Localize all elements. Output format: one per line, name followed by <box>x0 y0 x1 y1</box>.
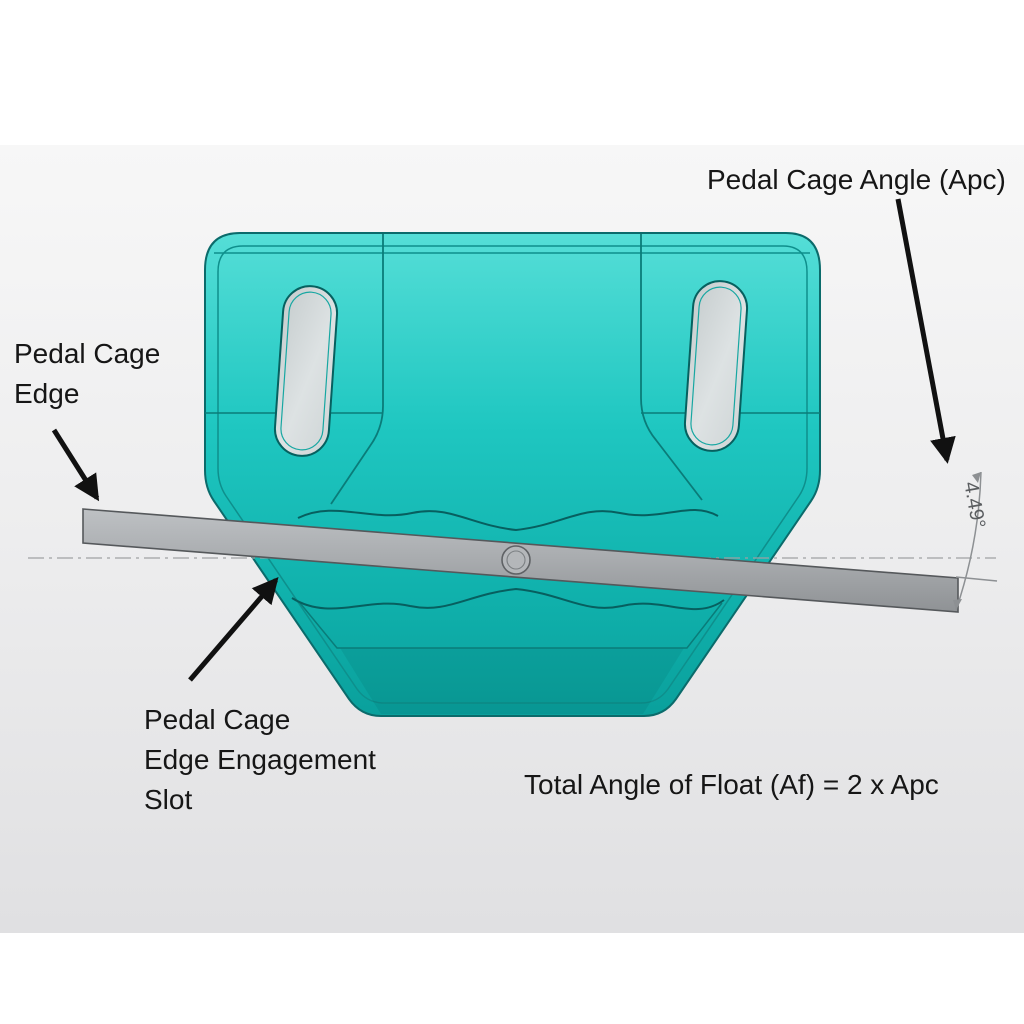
label-pedal-cage-edge-line1: Pedal Cage <box>14 338 161 369</box>
label-pedal-cage-edge: Pedal Cage Edge <box>14 334 160 414</box>
engagement-slot-waves <box>291 508 725 610</box>
slot-arrow <box>188 577 279 682</box>
pedal-cage-body <box>204 232 821 717</box>
label-total-float-formula: Total Angle of Float (Af) = 2 x Apc <box>524 769 939 800</box>
left-mount-slot <box>273 285 339 457</box>
label-pedal-cage-angle: Pedal Cage Angle (Apc) <box>707 164 1006 195</box>
apc-arrow <box>895 198 956 464</box>
angle-dimension <box>953 471 998 611</box>
right-mount-slot <box>683 280 749 452</box>
annotation-arrows <box>51 198 956 682</box>
pivot-circle <box>501 545 531 575</box>
label-engagement-slot-line2: Edge Engagement <box>144 743 376 775</box>
label-engagement-slot: Pedal Cage Edge Engagement Slot <box>144 700 376 819</box>
label-engagement-slot-line3: Slot <box>144 783 193 815</box>
edge-arrow <box>51 428 100 502</box>
label-engagement-slot-line1: Pedal Cage <box>144 704 291 735</box>
label-pedal-cage-edge-line2: Edge <box>14 377 80 409</box>
